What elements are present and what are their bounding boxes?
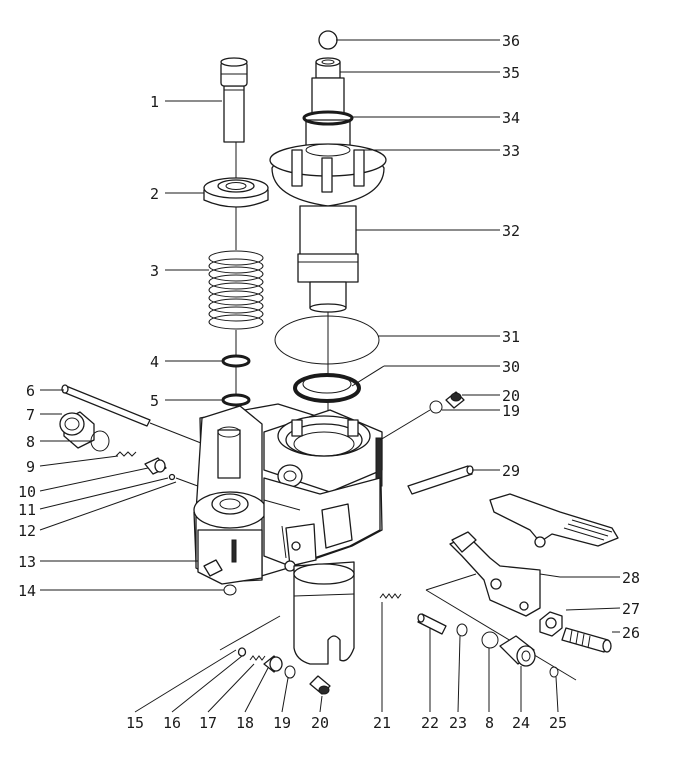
callout-5: 5: [150, 392, 159, 410]
callout-17: 17: [199, 714, 217, 732]
callout-19: 19: [502, 402, 520, 420]
callout-11: 11: [18, 501, 36, 519]
callout-8b: 8: [485, 714, 494, 732]
callout-29: 29: [502, 462, 520, 480]
part-14-ring: [223, 584, 237, 596]
part-8-washer: [90, 430, 110, 452]
part-25-ring: [549, 666, 559, 678]
part-1-tube: [220, 57, 248, 143]
callout-3: 3: [150, 262, 159, 280]
callout-30: 30: [502, 358, 520, 376]
part-28-lever: [449, 493, 619, 617]
callout-4: 4: [150, 353, 159, 371]
part-19-upper-washer: [429, 400, 443, 414]
callout-7: 7: [26, 406, 35, 424]
callout-35: 35: [502, 64, 520, 82]
callout-12: 12: [18, 522, 36, 540]
callout-8: 8: [26, 433, 35, 451]
part-10-valve: [144, 457, 167, 475]
part-24-fitting: [499, 635, 536, 667]
callout-15: 15: [126, 714, 144, 732]
callout-34: 34: [502, 109, 520, 127]
part-16-washer: [237, 647, 247, 657]
callout-27: 27: [622, 600, 640, 618]
callout-23: 23: [449, 714, 467, 732]
callout-6: 6: [26, 382, 35, 400]
callout-9: 9: [26, 458, 35, 476]
callout-13: 13: [18, 553, 36, 571]
part-26-bolt: [561, 627, 612, 653]
callout-18: 18: [236, 714, 254, 732]
callout-14: 14: [18, 582, 36, 600]
callout-25: 25: [549, 714, 567, 732]
part-36-ball: [318, 30, 338, 50]
part-17-spring: [249, 655, 266, 661]
callout-22: 22: [421, 714, 439, 732]
part-4-o-ring: [221, 354, 251, 368]
part-35-cap: [315, 57, 341, 79]
part-5-o-ring: [221, 393, 251, 407]
callout-32: 32: [502, 222, 520, 240]
part-18-valve: [263, 655, 283, 673]
callout-28: 28: [622, 569, 640, 587]
part-32-plunger-body: [269, 77, 387, 313]
part-7-plug: [59, 411, 95, 449]
callout-19b: 19: [273, 714, 291, 732]
callout-2: 2: [150, 185, 159, 203]
leader-lines: [39, 39, 621, 713]
callout-24: 24: [512, 714, 530, 732]
callout-31: 31: [502, 328, 520, 346]
part-13-pump-body: [193, 403, 383, 665]
part-31-o-ring: [274, 315, 380, 365]
lower-right-parts-baseline: [425, 573, 577, 681]
callout-20: 20: [502, 387, 520, 405]
part-11-ball: [168, 473, 176, 481]
part-27-nut: [539, 611, 563, 637]
callout-labels: 1 2 3 4 5 6 7 8 9 10 11 12 13 14 15 16 1…: [18, 32, 640, 732]
callout-33: 33: [502, 142, 520, 160]
part-29-pin: [407, 465, 474, 495]
part-20-screw: [309, 675, 331, 695]
part-22-plunger: [417, 613, 447, 635]
callout-20b: 20: [311, 714, 329, 732]
part-34-ring: [302, 110, 354, 126]
callout-26: 26: [622, 624, 640, 642]
part-3-spring: [208, 250, 264, 330]
callout-1: 1: [150, 93, 159, 111]
callout-21: 21: [373, 714, 391, 732]
part-2-spring-seat: [203, 177, 269, 208]
part-20-upper-screw: [445, 391, 465, 409]
callout-36: 36: [502, 32, 520, 50]
part-30-seal: [293, 373, 361, 403]
part-9-spring: [115, 451, 137, 457]
callout-16: 16: [163, 714, 181, 732]
part-8b-washer: [481, 631, 499, 649]
callout-10: 10: [18, 483, 36, 501]
part-19-washer: [284, 665, 296, 679]
part-21-spring: [379, 593, 402, 599]
part-23-ring: [456, 623, 468, 637]
lower-left-parts-baseline: [219, 615, 281, 651]
